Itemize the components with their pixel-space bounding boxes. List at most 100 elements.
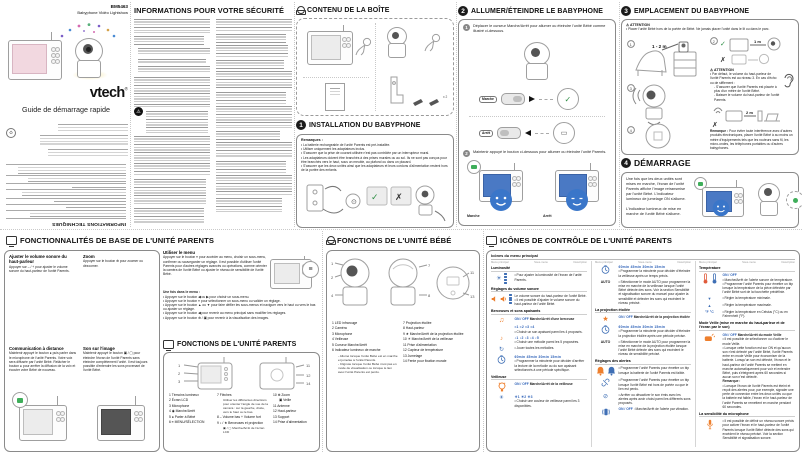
ear-icon [784, 73, 794, 88]
auto-nightlight-desc: • Sélectionner le mode AUTO pour program… [618, 279, 691, 305]
temp-max-icon: ▲ [707, 303, 712, 309]
install-bullet: • Utiliser uniquement les adaptateurs in… [301, 147, 366, 152]
svg-text:2: 2 [713, 39, 716, 44]
technical-info-block: INFORMATIONS TECHNIQUES [6, 156, 126, 226]
temp-min-desc: • Régler la température minimale. [722, 296, 771, 301]
svg-text:2: 2 [331, 275, 334, 280]
content-baby-unit [385, 27, 415, 65]
safety-panel: INFORMATIONS POUR VOTRE SÉCURITÉ ⚠ [134, 6, 292, 224]
cover-model: BM5463 [110, 4, 128, 9]
star-projection-art [60, 23, 116, 38]
placement-attention-1: • Placer l'unité Bébé hors de la portée … [626, 26, 770, 31]
startup-title: DÉMARRAGE [634, 158, 691, 168]
timer-icon [601, 325, 610, 334]
warning-icon: ⚠ [626, 22, 630, 27]
technical-info-title: INFORMATIONS TECHNIQUES [51, 221, 126, 226]
arrow-right-icon [528, 96, 535, 102]
legend-item: 11 Antenne [273, 403, 290, 408]
legend-item: 6 Indicateur lumineux de marche [332, 348, 381, 353]
vibration-icon [601, 408, 610, 416]
technical-info-table [6, 164, 126, 219]
install-bullet: • S'assurer que les deux unités ainsi qu… [301, 164, 448, 173]
placement-box: ⚠ ATTENTION • Placer l'unité Bébé hors d… [621, 19, 799, 155]
note-icon: ♪ [500, 335, 503, 342]
step-number: 4 [621, 158, 631, 168]
install-bullet: • La batterie rechargeable de l'unité Pa… [301, 143, 391, 147]
pfunc-legend-col1: 1 Témoins lumineux 2 Écran LCD 3 Microph… [169, 393, 213, 435]
legend-item: 1 LED infrarouge [332, 321, 358, 325]
cover-product-name: Babyphone Vidéo Lightshow [77, 9, 128, 15]
parent-unit-icon [486, 236, 497, 247]
sensitivity-desc: • Il est possible de définir un niveau s… [722, 419, 794, 440]
bfunc-header: FONCTIONS DE L'UNITÉ BÉBÉ [326, 236, 451, 245]
svg-text:1 - 2 m: 1 - 2 m [652, 44, 667, 49]
melody-tokens: ♪1 ♪2 ♪3 ♪4 ♪5 [514, 335, 539, 340]
power-baby-unit [521, 42, 555, 82]
level-bars-icon [503, 273, 507, 284]
volume-section-body: Appuyer sur – / + pour ajuster le volume… [9, 264, 70, 273]
substep-number: 1 [463, 24, 470, 31]
onoff-label: ON / OFF [618, 315, 633, 320]
svg-text:✓: ✓ [720, 41, 726, 48]
menu-once-label: Une fois dans le menu : [163, 290, 201, 295]
legend-item: 9 ★ Marche/Arrêt de la projection étoilé… [403, 331, 464, 336]
parent-unit-icon [6, 236, 17, 247]
svg-text:2 m: 2 m [746, 110, 753, 115]
svg-text:12: 12 [306, 373, 311, 378]
legend-item: 1 Témoins lumineux [169, 393, 199, 397]
standby-icon [704, 333, 715, 342]
brand-wordmark: vtech [89, 85, 125, 101]
svg-text:11: 11 [306, 363, 311, 368]
alert-range-desc: • Programmer l'unité Parents pour émettr… [618, 378, 690, 391]
pfunc-title: FONCTIONS DE L'UNITÉ PARENTS [177, 341, 297, 348]
temp-unit-desc: • Régler la température en Celsius (°C) … [722, 309, 788, 319]
menu-title: Utiliser le menu [163, 250, 195, 255]
install-diagrams: ⊙ ✓ ✗ [301, 179, 449, 223]
svg-text:3: 3 [630, 86, 633, 91]
menu-bullet: • Appuyer sur le bouton ≡ pour sélection… [163, 298, 281, 303]
legend-subitem: - Allumé lorsque l'unité Bébé est en mar… [338, 353, 398, 362]
menu-bullet: • Appuyer sur le bouton ⊕ / ▣ pour reven… [163, 315, 269, 320]
auto-projection-desc: • Sélectionner le mode AUTO pour program… [618, 339, 691, 357]
parent-on-diagram: Marche [467, 160, 533, 220]
legend-item: 3 Microphone [169, 403, 190, 408]
alert-battery-desc: • Programmer l'unité Parents pour émettr… [618, 366, 690, 375]
menu-bullet: • Appuyer sur le bouton ◀ pour revenir a… [163, 311, 287, 316]
microphone-icon [706, 419, 713, 430]
fold-line [130, 2, 131, 227]
svg-text:11: 11 [470, 270, 475, 275]
attention-label: ATTENTION [629, 22, 650, 27]
brand-logo: vtech® [4, 84, 128, 102]
substep-number: 2 [463, 150, 470, 157]
content-parent-unit [307, 25, 353, 65]
svg-text:4: 4 [331, 293, 334, 298]
safety-column-1: ⚠ [134, 19, 210, 224]
menu-intro: Appuyer sur le bouton ≡ pour accéder au … [163, 255, 267, 277]
screw-qty: x 2 [443, 95, 448, 99]
baby-unit-photo [70, 36, 110, 82]
legend-item: 13 Jumelage [403, 353, 423, 358]
parent-unit-photo [8, 32, 62, 80]
section-nightlight: Veilleuse [491, 374, 587, 381]
legend-item: 12 Capteur de température [403, 348, 444, 353]
baby-face-icon [712, 199, 730, 217]
onoff-label: ON / OFF [618, 407, 633, 412]
power-box: 1 Déplacer le curseur Marche/Arrêt pour … [458, 19, 616, 226]
music-icon: ♫ [498, 316, 505, 324]
screen-unit-image [97, 396, 145, 441]
legend-item: 12 Haut-parleur [273, 409, 297, 414]
bfunc-legend-col2: 7 Projection étoilée 8 Haut-parleur 9 ★ … [403, 321, 475, 375]
placement-title: EMPLACEMENT DU BABYPHONE [634, 7, 750, 15]
onoff-label: ON / OFF [722, 273, 737, 278]
power-step2-text: Maintenir appuyé le bouton ci-dessous po… [473, 150, 607, 154]
timer-icon [497, 355, 506, 364]
startup-diagram [692, 177, 802, 221]
section-volume: Réglages du volume sonore [491, 286, 587, 293]
